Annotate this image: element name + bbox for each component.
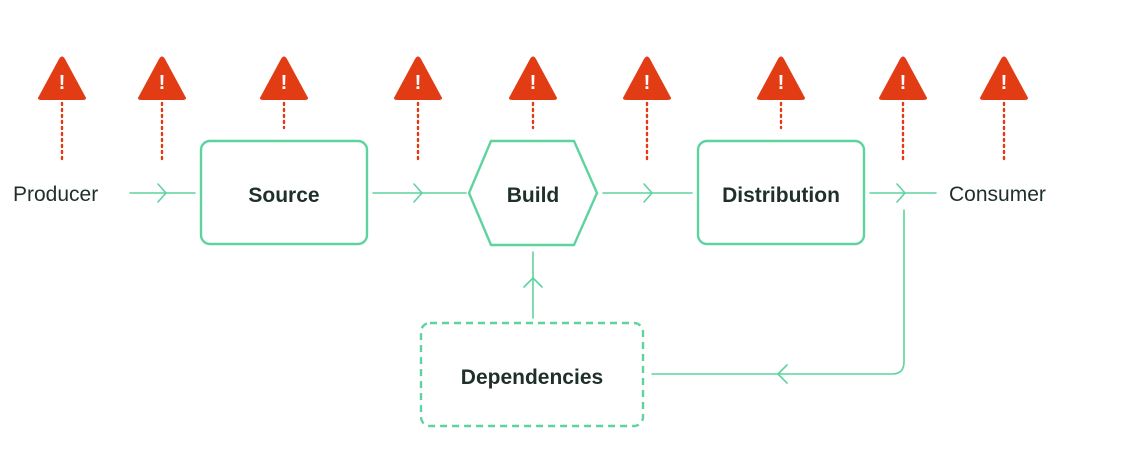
- warning-exclamation-mark: !: [644, 72, 651, 94]
- arrow-build-to-distribution: [602, 183, 693, 203]
- warning-triangle-icon: [38, 56, 86, 100]
- warning-exclamation-mark: !: [159, 72, 166, 94]
- warning-exclamation-mark: !: [59, 72, 66, 94]
- source-node: Source: [199, 139, 369, 246]
- producer-label: Producer: [13, 183, 98, 206]
- dependencies-label: Dependencies: [461, 366, 603, 389]
- warning-triangle-icon: [509, 56, 557, 100]
- distribution-node: Distribution: [696, 139, 866, 246]
- distribution-label: Distribution: [722, 184, 840, 207]
- threat-marker-source: !: [260, 56, 308, 130]
- warning-triangle-icon: [879, 56, 927, 100]
- threat-markers: !!!!!!!!!: [38, 56, 1028, 164]
- threat-marker-distribution-to-consumer: !: [879, 56, 927, 164]
- warning-exclamation-mark: !: [778, 72, 785, 94]
- threat-marker-consumer: !: [980, 56, 1028, 164]
- consumer-label: Consumer: [949, 183, 1046, 206]
- warning-exclamation-mark: !: [900, 72, 907, 94]
- threat-marker-distribution: !: [757, 56, 805, 130]
- warning-triangle-icon: [260, 56, 308, 100]
- source-label: Source: [248, 184, 319, 207]
- arrow-source-to-build: [372, 183, 467, 203]
- warning-triangle-icon: [138, 56, 186, 100]
- arrow-producer-to-source: [129, 183, 196, 203]
- warning-triangle-icon: [623, 56, 671, 100]
- threat-marker-source-to-build: !: [394, 56, 442, 164]
- build-label: Build: [507, 184, 560, 207]
- threat-marker-producer-to-source: !: [138, 56, 186, 164]
- dependencies-node: Dependencies: [419, 321, 645, 428]
- arrow-distribution-to-consumer: [869, 183, 937, 203]
- threat-marker-producer: !: [38, 56, 86, 164]
- arrow-consumer-branch-to-dependencies: [651, 209, 905, 384]
- threat-marker-build: !: [509, 56, 557, 130]
- warning-exclamation-mark: !: [1001, 72, 1008, 94]
- warning-exclamation-mark: !: [530, 72, 537, 94]
- build-node: Build: [467, 139, 599, 247]
- warning-exclamation-mark: !: [415, 72, 422, 94]
- warning-exclamation-mark: !: [281, 72, 288, 94]
- warning-triangle-icon: [757, 56, 805, 100]
- warning-triangle-icon: [980, 56, 1028, 100]
- warning-triangle-icon: [394, 56, 442, 100]
- threat-marker-build-to-distribution: !: [623, 56, 671, 164]
- arrow-dependencies-to-build: [523, 251, 543, 319]
